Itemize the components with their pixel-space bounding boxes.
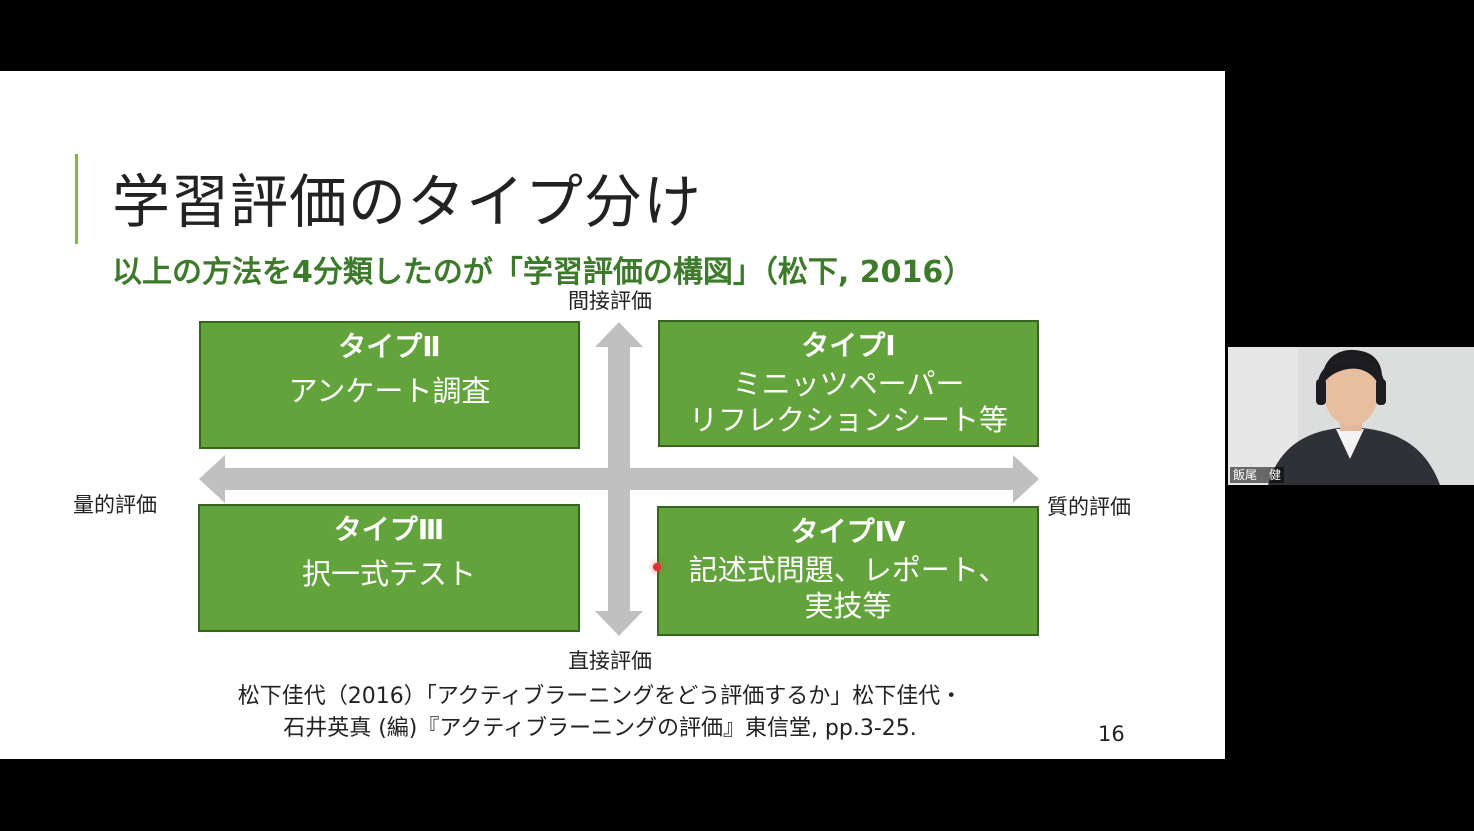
quadrant-title: タイプⅢ	[333, 513, 445, 546]
quadrant-text: 実技等	[804, 589, 892, 623]
citation-line: 松下佳代（2016）「アクティブラーニングをどう評価するか」松下佳代・	[237, 684, 963, 709]
quadrant-text: ミニッツペーパー	[732, 367, 965, 401]
quadrant-type-2: タイプⅡ アンケート調査	[199, 321, 580, 449]
quadrant-title: タイプⅡ	[338, 330, 441, 363]
slide-subtitle: 以上の方法を4分類したのが「学習評価の構図」（松下, 2016）	[112, 255, 974, 290]
slide-page-number: 16	[1098, 722, 1125, 746]
participant-name: 飯尾 健	[1230, 467, 1285, 483]
quadrant-text: アンケート調査	[288, 374, 491, 408]
vertical-axis-arrow	[595, 322, 643, 636]
quadrant-title: タイプⅠ	[801, 329, 896, 362]
quadrant-text: 記述式問題、レポート、	[688, 553, 1008, 587]
quadrant-type-4: タイプⅣ 記述式問題、レポート、 実技等	[657, 506, 1039, 636]
quadrant-text: リフレクションシート等	[688, 403, 1008, 437]
axis-label-direct: 直接評価	[568, 649, 652, 673]
participant-video-image	[1228, 347, 1474, 485]
presentation-slide: 学習評価のタイプ分け 以上の方法を4分類したのが「学習評価の構図」（松下, 20…	[0, 71, 1225, 759]
axis-label-qualitative: 質的評価	[1047, 495, 1131, 519]
axis-arrows	[199, 322, 1039, 636]
citation-line: 石井英真 (編)『アクティブラーニングの評価』東信堂, pp.3-25.	[283, 716, 917, 741]
citation: 松下佳代（2016）「アクティブラーニングをどう評価するか」松下佳代・ 石井英真…	[150, 681, 1050, 745]
quadrant-text: 択一式テスト	[301, 557, 476, 591]
axis-label-quantitative: 量的評価	[73, 493, 157, 517]
quadrant-title: タイプⅣ	[790, 515, 906, 548]
axis-label-indirect: 間接評価	[568, 289, 652, 313]
laser-pointer-dot	[653, 563, 661, 571]
slide-title: 学習評価のタイプ分け	[112, 168, 703, 236]
title-accent-bar	[75, 154, 78, 244]
participant-video-tile[interactable]: 飯尾 健	[1228, 347, 1474, 485]
quadrant-type-3: タイプⅢ 択一式テスト	[198, 504, 580, 632]
quadrant-type-1: タイプⅠ ミニッツペーパー リフレクションシート等	[658, 320, 1039, 447]
